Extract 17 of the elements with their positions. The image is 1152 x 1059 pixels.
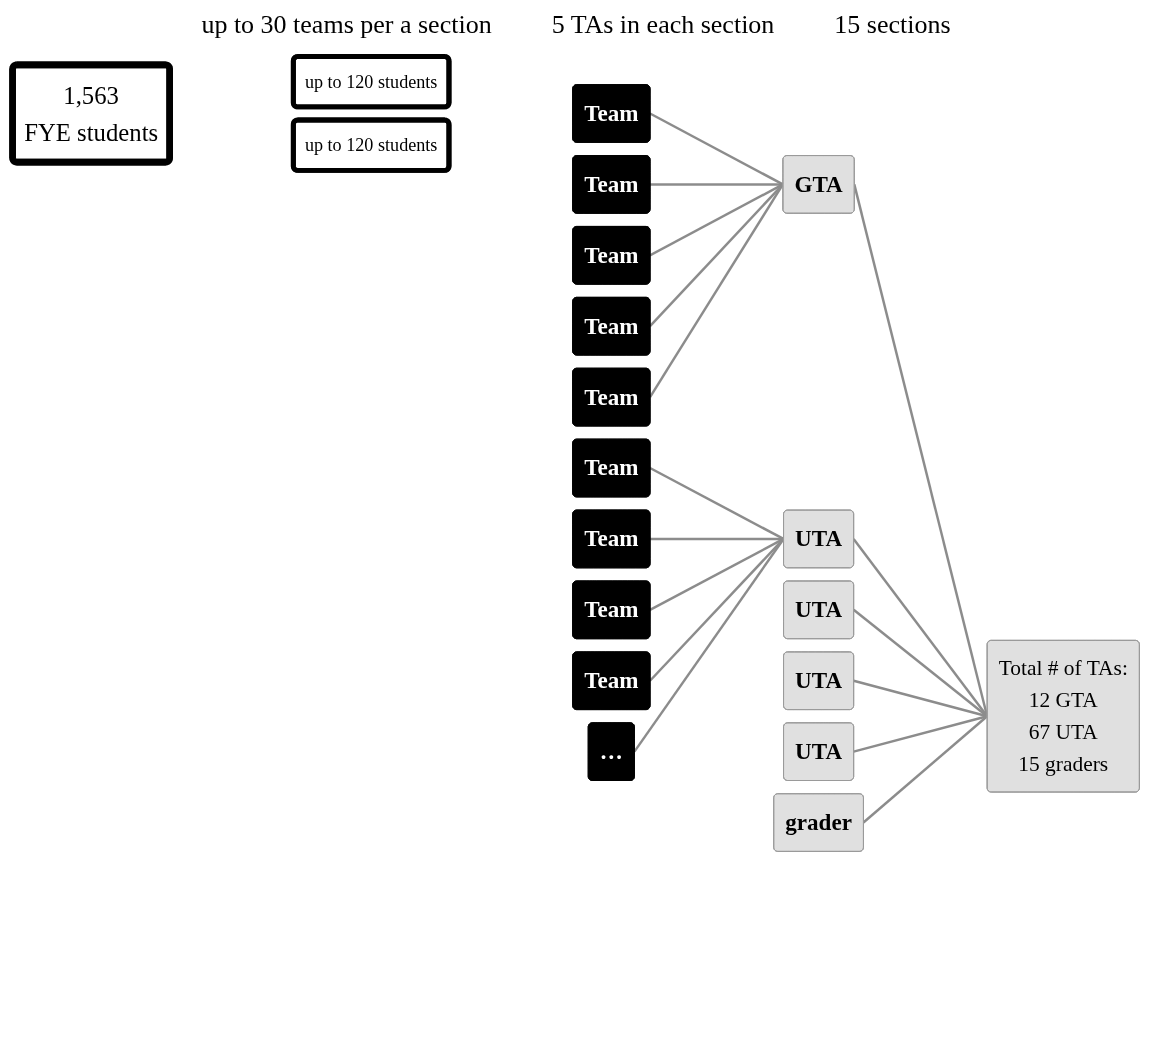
heading-text: 5 TAs in each section bbox=[551, 10, 775, 40]
connector bbox=[650, 183, 783, 186]
connector bbox=[853, 184, 989, 717]
heading-text: 15 sections bbox=[834, 10, 951, 40]
connector bbox=[853, 679, 988, 718]
connector bbox=[852, 608, 988, 718]
connector bbox=[649, 183, 784, 257]
connector bbox=[649, 183, 784, 328]
connector bbox=[853, 715, 988, 753]
connector bbox=[649, 112, 784, 186]
heading-text: up to 30 teams per a section bbox=[201, 10, 492, 40]
connector bbox=[862, 715, 988, 824]
connector bbox=[649, 183, 784, 398]
connector bbox=[649, 466, 785, 541]
connector bbox=[633, 538, 785, 753]
connector bbox=[852, 538, 989, 717]
connector bbox=[650, 537, 784, 541]
